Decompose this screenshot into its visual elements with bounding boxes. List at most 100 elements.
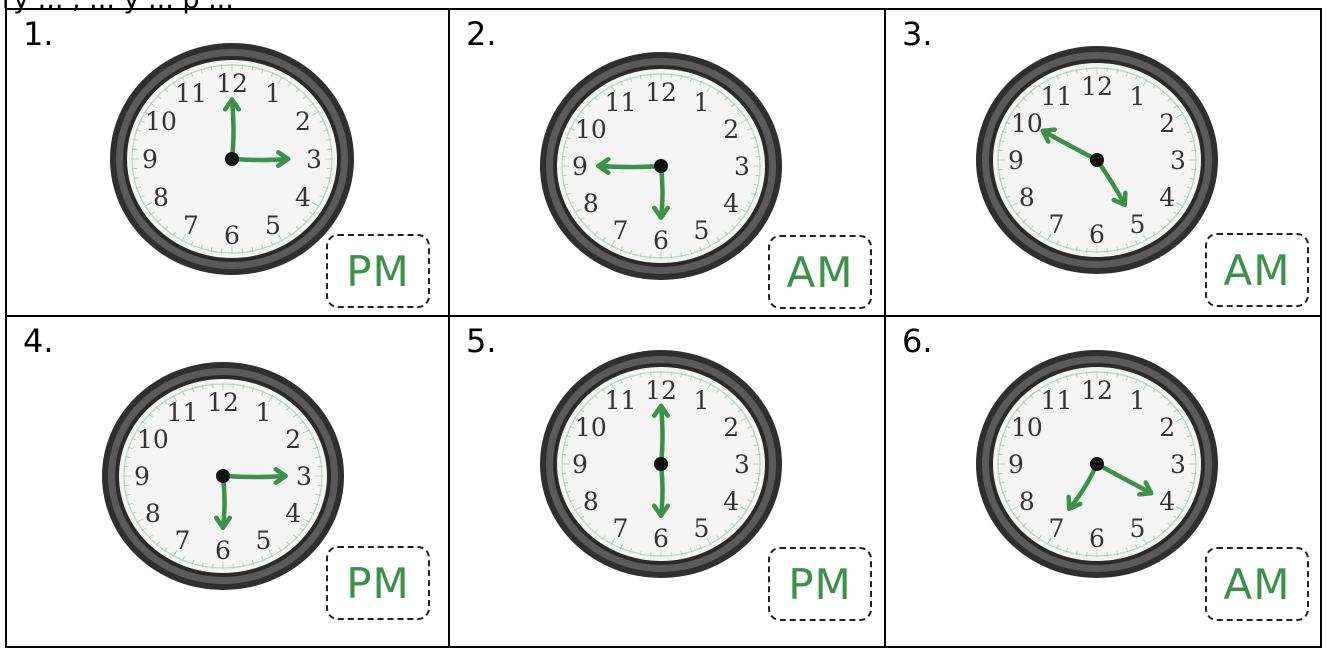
ampm-answer-box[interactable]: AM xyxy=(1205,547,1309,621)
clock-center-dot xyxy=(225,152,239,166)
minute-tick xyxy=(1107,552,1108,557)
clock-numeral: 3 xyxy=(306,145,322,174)
hand-stroke xyxy=(661,166,663,218)
clock-numeral: 9 xyxy=(142,145,158,174)
minute-tick xyxy=(327,168,332,169)
clock-numeral: 12 xyxy=(645,376,677,405)
minute-tick xyxy=(233,564,234,569)
clock-numeral: 12 xyxy=(1081,376,1113,405)
clock-numeral: 6 xyxy=(1089,524,1105,553)
minute-tick xyxy=(1087,552,1088,557)
clock-numeral: 4 xyxy=(285,499,301,528)
clock-numeral: 6 xyxy=(653,226,669,255)
clock-numeral: 10 xyxy=(1011,109,1043,138)
ampm-answer: AM xyxy=(770,237,870,307)
clock-numeral: 1 xyxy=(256,398,272,427)
clock-numeral: 4 xyxy=(295,183,311,212)
clock-numeral: 11 xyxy=(175,79,207,108)
hand-stroke xyxy=(661,406,663,464)
clock-numeral: 7 xyxy=(175,526,191,555)
clock-numeral: 11 xyxy=(1041,386,1073,415)
clock-numeral: 10 xyxy=(1011,413,1043,442)
clock-numeral: 3 xyxy=(1170,146,1186,175)
ampm-answer: AM xyxy=(1207,549,1307,619)
clock-numeral: 7 xyxy=(1049,514,1065,543)
clock-numeral: 7 xyxy=(1049,210,1065,239)
clock-numeral: 2 xyxy=(723,413,739,442)
hand-stroke xyxy=(232,99,234,159)
clock-numeral: 10 xyxy=(575,413,607,442)
clock-numeral: 1 xyxy=(694,386,710,415)
clock-center-dot xyxy=(1090,457,1104,471)
clock-numeral: 7 xyxy=(183,211,199,240)
clock-numeral: 7 xyxy=(613,216,629,245)
clock-numeral: 6 xyxy=(653,524,669,553)
clock-numeral: 10 xyxy=(137,425,169,454)
clock-numeral: 4 xyxy=(1159,487,1175,516)
problem-number: 4. xyxy=(23,325,54,357)
ampm-answer: PM xyxy=(328,548,428,618)
minute-tick xyxy=(1087,248,1088,253)
problem-number: 5. xyxy=(466,325,497,357)
clock-numeral: 5 xyxy=(256,526,272,555)
clock-numeral: 9 xyxy=(572,152,588,181)
problem-number: 1. xyxy=(23,18,54,50)
clock-center-dot xyxy=(654,457,668,471)
clock-numeral: 3 xyxy=(734,152,750,181)
clock-numeral: 8 xyxy=(1019,487,1035,516)
minute-tick xyxy=(132,149,137,150)
clock-numeral: 9 xyxy=(572,450,588,479)
clock-numeral: 8 xyxy=(145,499,161,528)
hand-stroke xyxy=(232,159,288,160)
clock-numeral: 2 xyxy=(285,425,301,454)
clock-numeral: 6 xyxy=(224,221,240,250)
clock-numeral: 12 xyxy=(645,78,677,107)
minute-tick xyxy=(651,254,652,259)
clock-center-dot xyxy=(654,159,668,173)
ampm-answer: PM xyxy=(770,549,870,619)
clock-numeral: 1 xyxy=(1130,82,1146,111)
minute-tick xyxy=(221,249,222,254)
ampm-answer-box[interactable]: PM xyxy=(326,546,430,620)
problem-number: 2. xyxy=(466,18,497,50)
clock-numeral: 2 xyxy=(295,107,311,136)
minute-tick xyxy=(651,552,652,557)
clock-numeral: 2 xyxy=(1159,109,1175,138)
clock-numeral: 3 xyxy=(734,450,750,479)
clock-numeral: 5 xyxy=(694,216,710,245)
hand-stroke xyxy=(223,476,225,528)
clock-numeral: 3 xyxy=(1170,450,1186,479)
ampm-answer-box[interactable]: PM xyxy=(326,234,430,308)
ampm-answer-box[interactable]: PM xyxy=(768,547,872,621)
clock-numeral: 9 xyxy=(1008,146,1024,175)
clock-numeral: 10 xyxy=(575,115,607,144)
hand-stroke xyxy=(223,476,286,477)
clock-numeral: 4 xyxy=(1159,183,1175,212)
clock-numeral: 1 xyxy=(265,79,281,108)
clock-numeral: 4 xyxy=(723,487,739,516)
clock-numeral: 2 xyxy=(723,115,739,144)
clock-numeral: 11 xyxy=(1041,82,1073,111)
clock-numeral: 8 xyxy=(583,487,599,516)
hand-stroke xyxy=(598,166,661,167)
clock-numeral: 6 xyxy=(215,536,231,565)
clock-numeral: 12 xyxy=(1081,72,1113,101)
minute-tick xyxy=(242,249,243,254)
minute-tick xyxy=(327,149,332,150)
clock-numeral: 6 xyxy=(1089,220,1105,249)
clock-numeral: 1 xyxy=(1130,386,1146,415)
problem-number: 6. xyxy=(902,325,933,357)
clock-numeral: 11 xyxy=(605,386,637,415)
ampm-answer-box[interactable]: AM xyxy=(768,235,872,309)
clock-numeral: 5 xyxy=(1130,210,1146,239)
ampm-answer-box[interactable]: AM xyxy=(1205,233,1309,307)
minute-tick xyxy=(132,168,137,169)
ampm-answer: AM xyxy=(1207,235,1307,305)
clock-numeral: 5 xyxy=(265,211,281,240)
